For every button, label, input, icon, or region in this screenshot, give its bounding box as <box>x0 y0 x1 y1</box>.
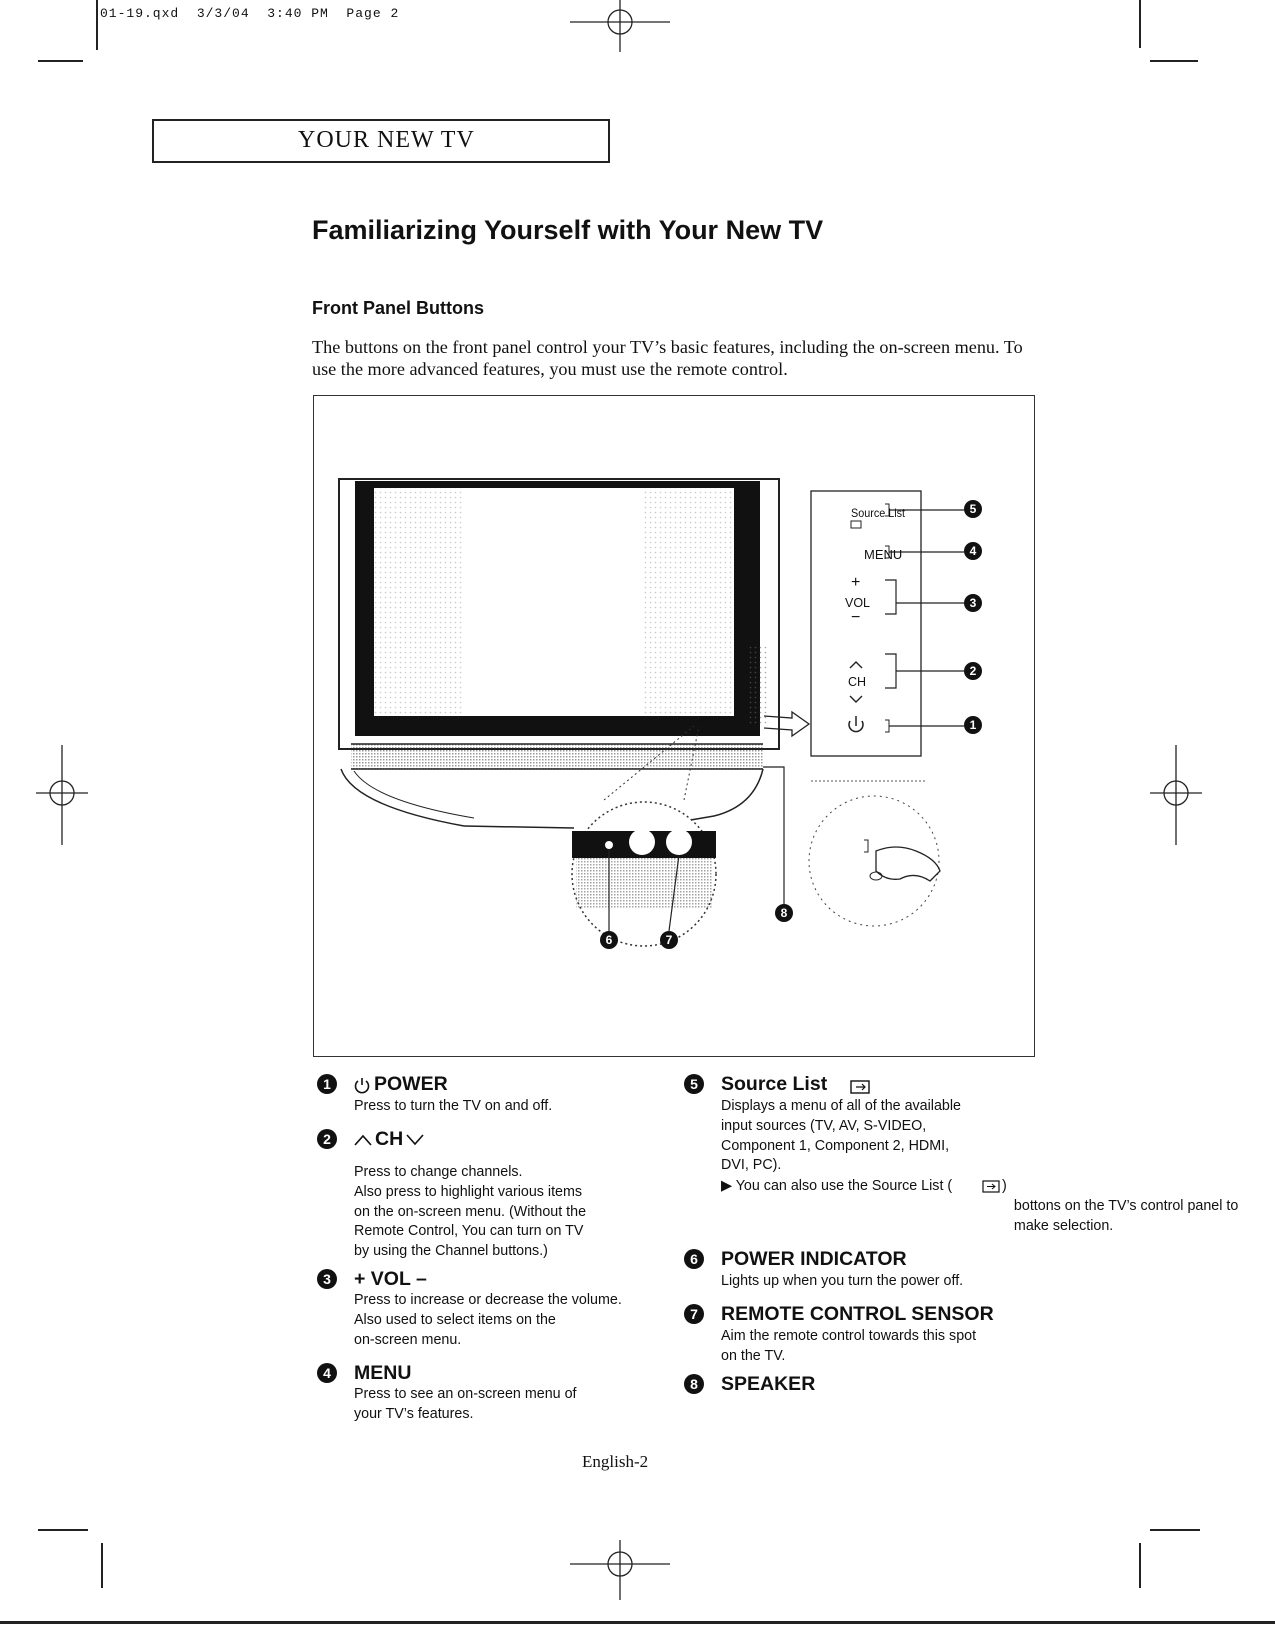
panel-label-menu: MENU <box>864 547 903 562</box>
item-title: POWER <box>374 1073 448 1095</box>
callout-8: 8 <box>775 904 793 922</box>
item-title: SPEAKER <box>721 1373 816 1395</box>
item-remote-sensor: 7 REMOTE CONTROL SENSOR Aim the remote c… <box>684 1303 1064 1364</box>
item-source-list: 5 Source List Displays a menu of all of … <box>684 1073 1238 1238</box>
source-input-icon <box>850 1080 870 1094</box>
finger-press-detail <box>808 795 941 927</box>
item-desc: Press to see an on-screen menu of your T… <box>354 1386 577 1422</box>
source-input-icon <box>982 1180 1000 1193</box>
callout-7: 7 <box>660 931 678 949</box>
item-title: MENU <box>354 1362 412 1384</box>
section-header: YOUR NEW TV <box>152 119 610 163</box>
registration-mark-right <box>1150 745 1202 845</box>
item-title: CH <box>375 1128 404 1150</box>
item-note-end: ) bottons on the TV’s control panel to m… <box>1002 1178 1239 1234</box>
item-number: 5 <box>684 1074 704 1094</box>
tv-illustration <box>338 478 964 947</box>
item-channel: 2 CH Press to change channels. Also pres… <box>317 1128 647 1259</box>
item-number: 6 <box>684 1249 704 1269</box>
tv-body <box>338 478 780 829</box>
section-label: YOUR NEW TV <box>298 127 475 153</box>
item-number: 2 <box>317 1129 337 1149</box>
side-control-panel <box>810 490 964 782</box>
item-note-start: ▶ You can also use the Source List ( <box>721 1178 953 1194</box>
callout-1: 1 <box>964 716 982 734</box>
item-power-indicator: 6 POWER INDICATOR Lights up when you tur… <box>684 1248 1044 1298</box>
item-power: 1 POWER Press to turn the TV on and off. <box>317 1073 647 1123</box>
panel-label-ch: CH <box>848 675 867 689</box>
registration-mark-bottom <box>570 1540 670 1600</box>
item-desc: Press to turn the TV on and off. <box>354 1098 553 1114</box>
item-desc: Press to increase or decrease the volume… <box>354 1292 622 1348</box>
panel-label-minus: − <box>851 609 861 626</box>
callout-4: 4 <box>964 542 982 560</box>
item-desc: Displays a menu of all of the available … <box>721 1098 962 1174</box>
print-slug: 01-19.qxd 3/3/04 3:40 PM Page 2 <box>100 6 400 21</box>
tv-front-panel-diagram: Source List MENU + VOL − CH 5 4 3 2 1 8 … <box>313 395 1035 1057</box>
crop-mark <box>101 1543 103 1588</box>
panel-label-source-list: Source List <box>851 506 906 520</box>
item-title: + VOL – <box>354 1268 427 1290</box>
item-number: 4 <box>317 1363 337 1383</box>
page-number: English-2 <box>582 1452 649 1471</box>
item-title: Source List <box>721 1073 828 1095</box>
registration-mark-top <box>570 0 670 52</box>
panel-label-vol: VOL <box>845 596 871 610</box>
callout-3: 3 <box>964 594 982 612</box>
crop-mark <box>1150 60 1198 62</box>
panel-label-plus: + <box>851 574 861 591</box>
crop-mark <box>1139 1543 1141 1588</box>
item-volume: 3 + VOL – Press to increase or decrease … <box>317 1268 657 1348</box>
callout-2: 2 <box>964 662 982 680</box>
page-bottom-rule <box>0 1621 1275 1624</box>
chevron-down-icon <box>406 1134 424 1146</box>
section-subtitle: Front Panel Buttons <box>312 298 484 318</box>
zoom-detail <box>571 725 717 947</box>
item-title: REMOTE CONTROL SENSOR <box>721 1303 994 1325</box>
item-title: POWER INDICATOR <box>721 1248 907 1270</box>
item-desc: Press to change channels. Also press to … <box>354 1164 587 1260</box>
page-title: Familiarizing Yourself with Your New TV <box>312 215 824 245</box>
crop-mark <box>96 0 98 50</box>
power-icon <box>354 1078 370 1094</box>
item-number: 7 <box>684 1304 704 1324</box>
crop-mark <box>1150 1529 1200 1531</box>
item-number: 1 <box>317 1074 337 1094</box>
callout-6: 6 <box>600 931 618 949</box>
item-number: 8 <box>684 1374 704 1394</box>
chevron-up-icon <box>354 1134 372 1146</box>
item-speaker: 8 SPEAKER <box>684 1373 984 1401</box>
item-menu: 4 MENU Press to see an on-screen menu of… <box>317 1362 647 1422</box>
registration-mark-left <box>36 745 88 845</box>
intro-paragraph: The buttons on the front panel control y… <box>312 337 1023 379</box>
crop-mark <box>38 1529 88 1531</box>
item-desc: Lights up when you turn the power off. <box>721 1273 964 1289</box>
crop-mark <box>38 60 83 62</box>
item-number: 3 <box>317 1269 337 1289</box>
item-desc: Aim the remote control towards this spot… <box>721 1328 977 1364</box>
crop-mark <box>1139 0 1141 48</box>
callout-5: 5 <box>964 500 982 518</box>
